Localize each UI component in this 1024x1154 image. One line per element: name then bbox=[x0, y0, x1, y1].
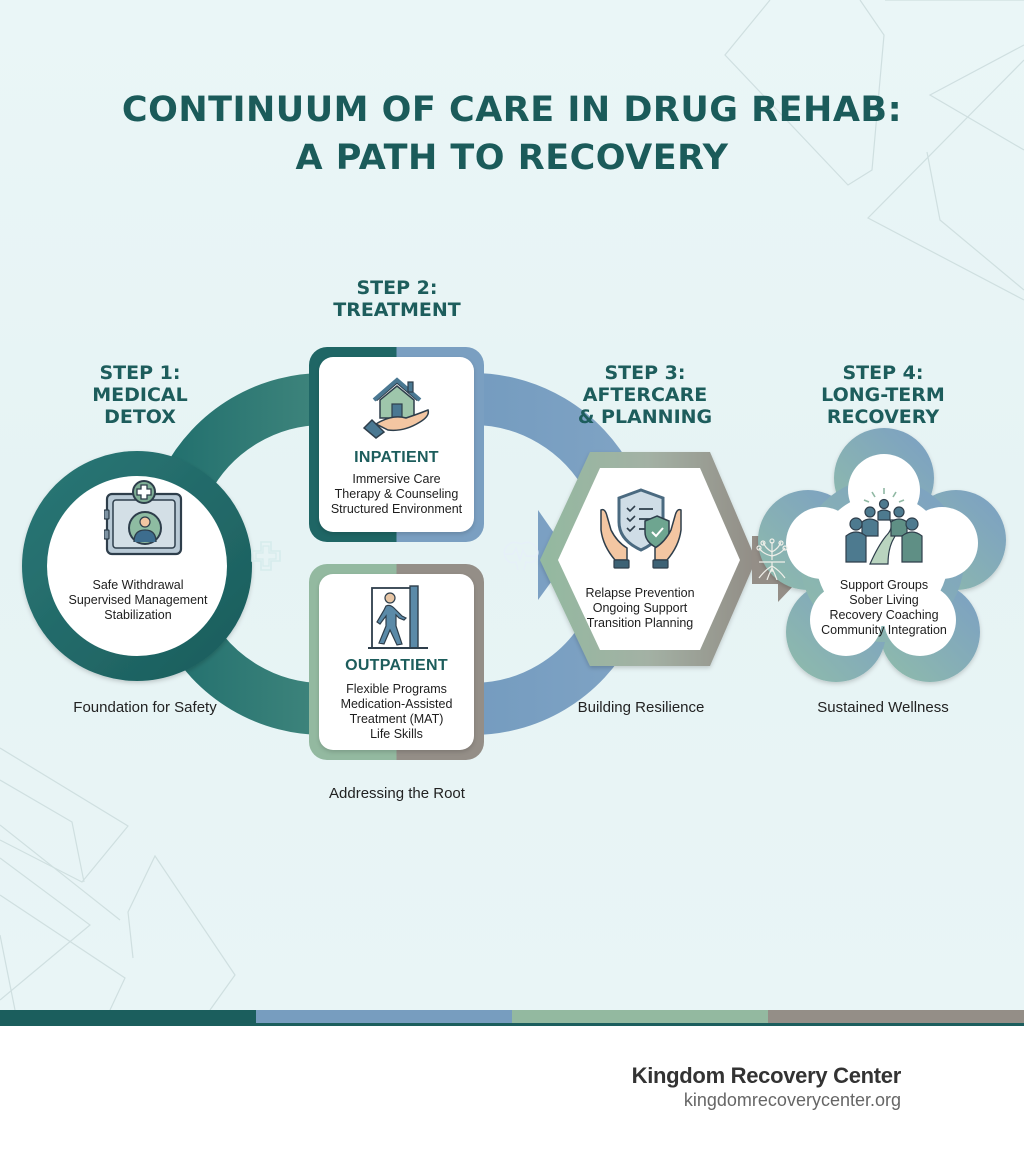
inpatient-title: INPATIENT bbox=[354, 449, 439, 466]
step-4-heading: STEP 4: LONG-TERM RECOVERY bbox=[821, 362, 945, 428]
inpatient-items: Immersive Care Therapy & Counseling Stru… bbox=[330, 472, 463, 516]
tree-roots-icon bbox=[756, 538, 788, 580]
page-title: CONTINUUM OF CARE IN DRUG REHAB: A PATH … bbox=[0, 86, 1024, 182]
step-2-heading: STEP 2: TREATMENT bbox=[333, 277, 461, 321]
color-bar-taupe bbox=[768, 1010, 1024, 1023]
step-1-heading: STEP 1: MEDICAL DETOX bbox=[92, 362, 188, 428]
outpatient-items: Flexible Programs Medication-Assisted Tr… bbox=[340, 682, 453, 741]
organization-name: Kingdom Recovery Center bbox=[631, 1063, 902, 1088]
step-1-items: Safe Withdrawal Supervised Management St… bbox=[68, 578, 208, 622]
step-2-caption: Addressing the Root bbox=[329, 785, 465, 802]
medical-cross-icon bbox=[251, 541, 281, 571]
title-line-2: A PATH TO RECOVERY bbox=[295, 138, 729, 178]
step-3-heading: STEP 3: AFTERCARE & PLANNING bbox=[577, 362, 713, 428]
infographic-canvas: CONTINUUM OF CARE IN DRUG REHAB: A PATH … bbox=[0, 0, 1024, 1010]
outpatient-card bbox=[319, 574, 474, 750]
footer: Kingdom Recovery Center kingdomrecoveryc… bbox=[631, 1063, 902, 1111]
background-line-pattern bbox=[0, 0, 1024, 1010]
medical-safe-person-icon bbox=[104, 480, 183, 556]
color-bar-blue bbox=[256, 1010, 512, 1023]
color-bar bbox=[0, 1010, 1024, 1026]
step-3-caption: Building Resilience bbox=[577, 699, 705, 716]
person-walking-door-icon bbox=[368, 585, 428, 649]
color-bar-sage bbox=[512, 1010, 768, 1023]
step-4-caption: Sustained Wellness bbox=[817, 699, 949, 716]
house-in-hand-icon bbox=[362, 377, 430, 439]
title-line-1: CONTINUUM OF CARE IN DRUG REHAB: bbox=[121, 90, 903, 130]
brain-pulse-icon bbox=[503, 541, 539, 571]
organization-url[interactable]: kingdomrecoverycenter.org bbox=[683, 1090, 901, 1110]
step-3-items: Relapse Prevention Ongoing Support Trans… bbox=[585, 586, 695, 630]
step-1-caption: Foundation for Safety bbox=[73, 699, 217, 716]
step-4-items: Support Groups Sober Living Recovery Coa… bbox=[821, 578, 947, 637]
outpatient-title: OUTPATIENT bbox=[345, 657, 448, 674]
color-bar-teal bbox=[0, 1010, 256, 1023]
group-path-icon bbox=[845, 488, 923, 565]
shield-checklist-hands-icon bbox=[600, 488, 682, 569]
